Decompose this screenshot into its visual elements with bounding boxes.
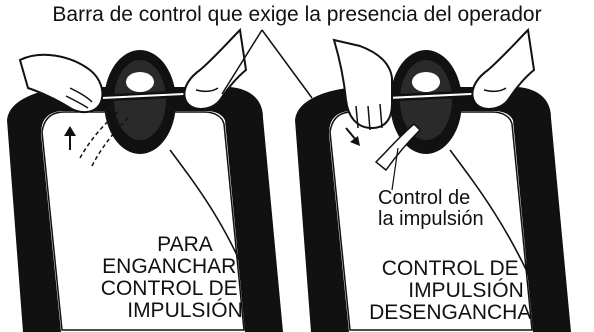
caption-line: CONTROL DE LA xyxy=(100,277,270,301)
right-down-arrow-icon xyxy=(345,127,360,146)
drive-disengaged-caption: CONTROL DE LA IMPULSIÓN DESENGANCHADO xyxy=(346,257,586,325)
engage-drive-caption: PARA ENGANCHAR EL CONTROL DE LA IMPULSIÓ… xyxy=(70,233,300,323)
caption-line: PARA xyxy=(157,233,213,256)
title-callout-leaders xyxy=(221,29,313,99)
left-cable xyxy=(169,149,257,301)
drive-label-leader xyxy=(391,147,399,191)
drive-control-label: Control de la impulsión xyxy=(378,188,528,230)
right-drive-lever xyxy=(374,122,422,172)
drive-control-label-line: la impulsión xyxy=(378,208,484,230)
operator-presence-bar-callout: Barra de control que exige la presencia … xyxy=(52,3,542,26)
drive-control-label-line: Control de xyxy=(378,187,471,209)
right-cable xyxy=(449,149,541,301)
left-panel-inner xyxy=(41,111,245,331)
right-hand-1 xyxy=(332,38,393,131)
left-drive-lever-dashed xyxy=(79,111,119,159)
right-handle-frame xyxy=(294,87,572,332)
right-hand-2 xyxy=(471,27,536,110)
left-hand-1 xyxy=(18,53,104,114)
caption-line: IMPULSIÓN xyxy=(408,279,524,303)
left-hand-2 xyxy=(183,27,248,110)
caption-line: IMPULSIÓN xyxy=(127,299,243,323)
caption-line: DESENGANCHADO xyxy=(369,301,563,325)
right-panel-illustration xyxy=(294,27,572,332)
caption-line: ENGANCHAR EL xyxy=(102,255,268,279)
left-panel-illustration xyxy=(6,27,284,332)
caption-line: CONTROL DE LA xyxy=(381,257,551,280)
left-up-arrow-icon xyxy=(64,126,76,150)
